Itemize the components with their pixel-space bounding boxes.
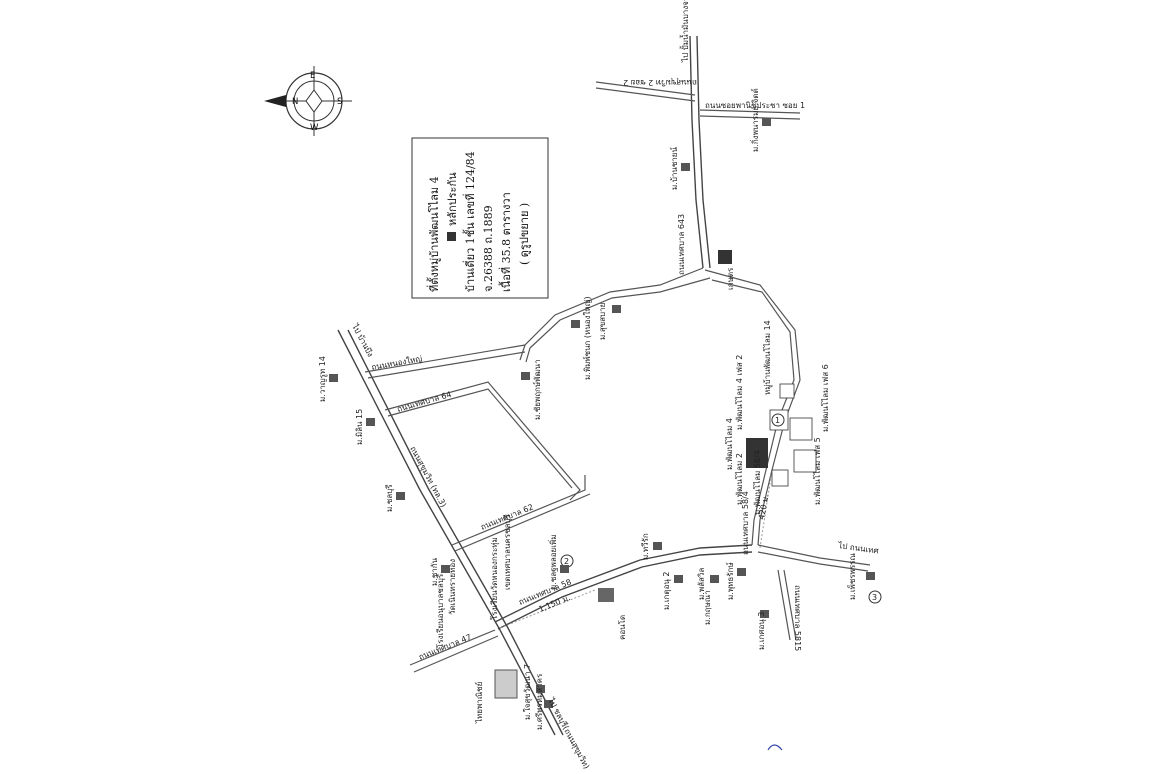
road-643 bbox=[689, 35, 704, 269]
place-label: ม.พลัสวิล bbox=[697, 568, 706, 600]
compass: N E S W bbox=[264, 66, 352, 136]
place-label: ม.พัฒนโไลม 58/4 bbox=[752, 450, 762, 515]
place-label: ม.ชลบุรี bbox=[385, 484, 394, 512]
bank-name: ไทยพาณิชย์ bbox=[474, 682, 484, 724]
label-road-soi1: ถนนซอยพานิชประชา ซอย 1 bbox=[705, 101, 805, 110]
legend-line2: จ.26388 ถ.1889 bbox=[482, 205, 495, 292]
marker-3: 3 bbox=[872, 593, 877, 602]
place-label: ม.เกศอนุ 3 bbox=[757, 612, 766, 650]
place-label: ม.สุขสบาย bbox=[598, 303, 607, 340]
label-road-main: ถนนสุขุมวิท (ทล.3) bbox=[408, 445, 448, 509]
place-label: ม.พุทธรักษ์ bbox=[725, 562, 735, 600]
label-road-sukhumvit2: ถนนสุขุมวิท 2 ซอย 2 bbox=[623, 78, 697, 87]
legend-line1: บ้านเดี่ยว 1ชั้น เลขที่ 124/84 bbox=[462, 151, 477, 292]
place-label: ม.พัฒนโไลม 2 bbox=[734, 453, 744, 505]
place-label: ม.ศรีพรหมสาคร bbox=[535, 673, 544, 730]
marker-1: 1 bbox=[775, 416, 780, 425]
label-road-64: ถนนเทศบาล 64 bbox=[396, 390, 452, 414]
place-label: ม.พิมพ์ชนก (หนองใหญ่) bbox=[582, 296, 592, 380]
compass-w: W bbox=[310, 123, 319, 133]
place-label: ม.พัฒนโไลม เฟส 5 bbox=[812, 437, 822, 505]
collateral-plot bbox=[746, 438, 768, 468]
road-58 bbox=[494, 544, 753, 623]
label-road-58-4: ถนนเทศบาล 58/4 bbox=[741, 491, 750, 555]
place-label: ม.พัฒนโไลม 4 เฟส 2 bbox=[734, 355, 744, 430]
place-label: ม.กิ่งพนารมย์ จิตต์ bbox=[749, 88, 760, 152]
place-label: คอนโด bbox=[617, 615, 627, 640]
label-to-right: ไป ถนนเทศ bbox=[837, 541, 879, 556]
place-label: หมู่บ้านพัฒนโไลม 14 bbox=[762, 320, 773, 395]
legend-line4: ( ดูรูปขยาย ) bbox=[518, 203, 531, 265]
place-label: เกษตร bbox=[726, 267, 735, 290]
label-road-643: ถนนเทศบาล 643 bbox=[677, 214, 686, 275]
bank-logo bbox=[494, 669, 518, 699]
legend-title: ที่ตั้งหมู่บ้านพัฒนโไลม 4 bbox=[426, 176, 441, 292]
place-label: เขตเทศบาลนครชลบุรี bbox=[503, 514, 512, 590]
place-label: ม.กฤษณา bbox=[703, 590, 712, 625]
condo-icon bbox=[598, 588, 614, 602]
legend-marker-label: หลักประกัน bbox=[446, 172, 459, 226]
place-label: ม.ชลฐพลอยเพิ่ม bbox=[547, 534, 558, 590]
compass-e: E bbox=[310, 71, 315, 81]
place-label: ม.ใจสุขวัฒนา 7 bbox=[523, 664, 532, 720]
compass-s: S bbox=[337, 97, 342, 107]
place-label: วัดเนินทรายทอง bbox=[448, 559, 457, 615]
place-label: ม.เกตุอนุ 2 bbox=[662, 572, 671, 611]
label-road-5815: ถนนเทศบาล 5815 bbox=[793, 585, 802, 651]
place-label: ม.วาญรูท 14 bbox=[318, 356, 328, 402]
road-main bbox=[337, 329, 556, 736]
place-label: ม.มิลิน 15 bbox=[355, 409, 364, 445]
label-road-nongkham: ถนนหนองใหญ่ bbox=[371, 354, 423, 372]
office-icon bbox=[718, 250, 732, 264]
place-label: โรงเรียนอนุบาลชลบุรี bbox=[435, 573, 445, 648]
place-label: โรงเรียนวัดหนองกระทุ่ม bbox=[489, 537, 499, 620]
marker-2: 2 bbox=[564, 557, 569, 566]
compass-n: N bbox=[292, 97, 298, 107]
place-label: ม.พัฒนโไลม 4 bbox=[724, 418, 734, 470]
place-label: ม.ชัยพฤกษ์พัฒนา bbox=[532, 359, 542, 420]
place-label: ม.เพ็ชรพรรณ bbox=[847, 553, 857, 600]
label-to-bottom: ไป ชลบุรี(ถนนสุขุมวิท) bbox=[546, 696, 591, 771]
place-label: ม.ทวีรัก bbox=[641, 533, 650, 560]
label-to-top: ไป ปั้มน้ำมันบางจาก bbox=[679, 0, 690, 63]
collateral-swatch bbox=[447, 232, 456, 241]
place-label: ม.บ้านชายน์ bbox=[669, 147, 679, 190]
label-distance-2: 420 ม. bbox=[757, 494, 770, 521]
label-road-47: ถนนเทศบาล 47 bbox=[417, 633, 472, 662]
place-label: ม.พัฒนโไลม เฟส 6 bbox=[820, 364, 830, 432]
place-label: ม.ชากัน bbox=[430, 557, 439, 586]
legend-box: ที่ตั้งหมู่บ้านพัฒนโไลม 4 หลักประกัน บ้า… bbox=[411, 137, 549, 299]
legend-line3: เนื้อที่ 35.8 ตารางวา bbox=[498, 192, 513, 292]
